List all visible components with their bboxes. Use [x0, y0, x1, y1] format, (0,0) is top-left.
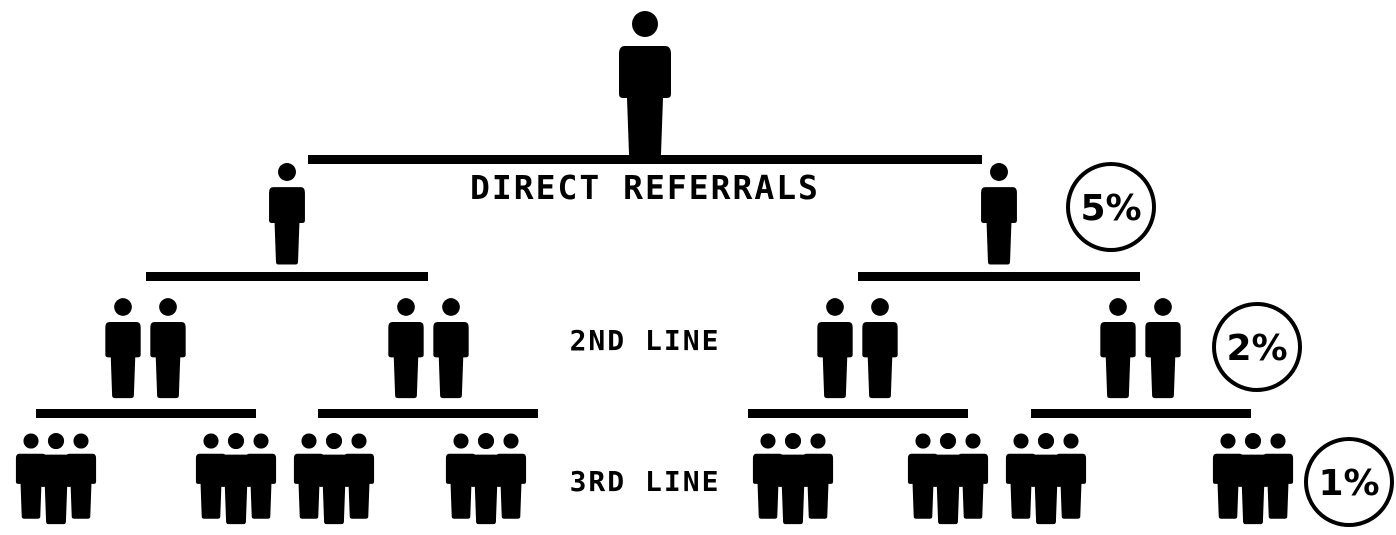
person-pair-icon: [1100, 298, 1181, 399]
label-direct-referrals: DIRECT REFERRALS: [470, 168, 820, 207]
connector-bar-right-l2: [858, 272, 1140, 281]
commission-3rd-value: 1%: [1318, 463, 1379, 504]
connector-bar-left-l2: [146, 272, 428, 281]
connector-bar-root: [308, 155, 982, 164]
person-group-icon: [1212, 432, 1294, 525]
person-group-icon: [15, 432, 97, 525]
person-icon: [981, 163, 1017, 265]
commission-badge-direct: 5%: [1066, 162, 1156, 252]
commission-badge-2nd: 2%: [1212, 302, 1302, 392]
person-group-icon: [752, 432, 834, 525]
connector-bar-l3-a: [36, 409, 256, 418]
commission-badge-3rd: 1%: [1304, 437, 1394, 527]
connector-bar-l3-d: [1031, 409, 1251, 418]
label-2nd-line: 2ND LINE: [570, 324, 721, 357]
connector-bar-l3-b: [318, 409, 538, 418]
person-pair-icon: [388, 298, 469, 399]
connector-bar-l3-c: [748, 409, 968, 418]
person-group-icon: [1005, 432, 1087, 525]
person-group-icon: [907, 432, 989, 525]
person-pair-icon: [105, 298, 186, 399]
label-3rd-line: 3RD LINE: [570, 465, 721, 498]
commission-2nd-value: 2%: [1226, 328, 1287, 369]
person-group-icon: [445, 432, 527, 525]
person-icon: [269, 163, 305, 265]
person-pair-icon: [817, 298, 898, 399]
commission-direct-value: 5%: [1080, 188, 1141, 229]
person-icon: [619, 11, 671, 158]
person-group-icon: [195, 432, 277, 525]
connector-bars: [36, 155, 1251, 418]
person-group-icon: [293, 432, 375, 525]
